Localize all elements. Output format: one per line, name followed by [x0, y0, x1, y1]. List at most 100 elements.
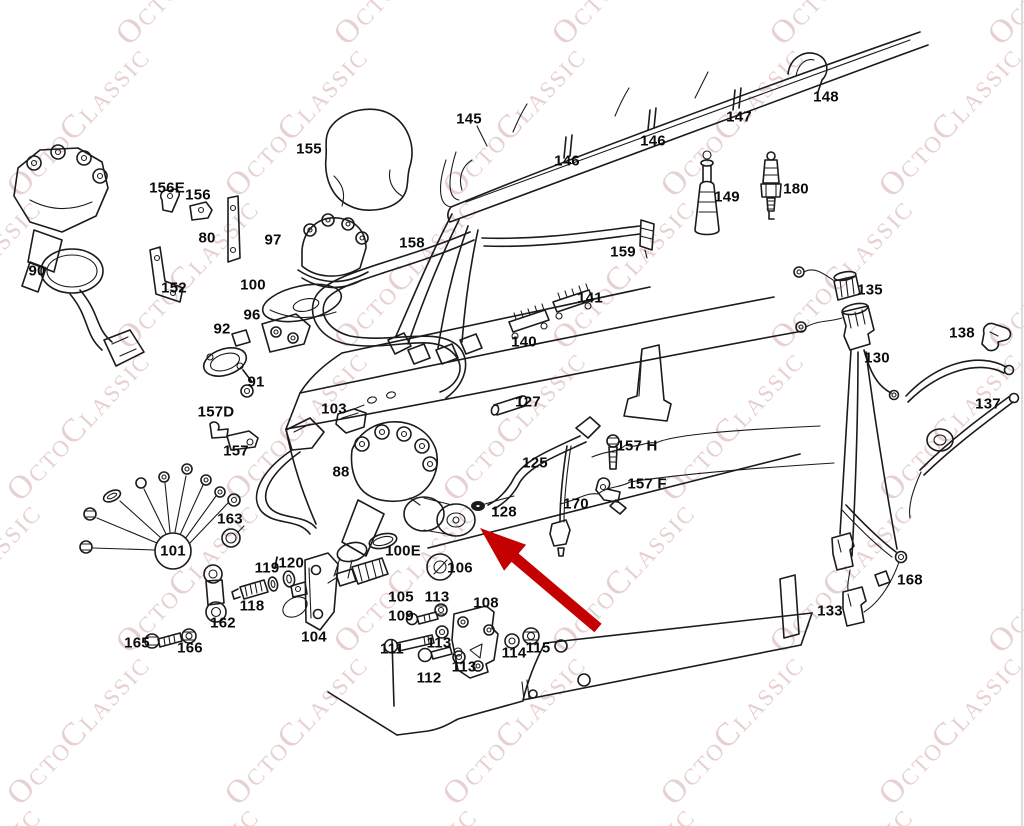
part-133-sensors [831, 532, 900, 627]
part-callout-108: 108 [473, 594, 499, 612]
part-callout-92: 92 [213, 320, 231, 338]
part-137-cable [905, 359, 1020, 519]
part-118-119-120-fasteners [231, 570, 296, 600]
part-92-96-91-contact-set [202, 313, 311, 398]
part-88-distributor [255, 417, 476, 579]
part-callout-106: 106 [447, 559, 473, 577]
part-105-drive-gear [327, 557, 389, 587]
part-callout-111: 111 [380, 640, 404, 658]
part-130-wiring-harness [795, 302, 900, 557]
part-callout-97: 97 [264, 231, 282, 249]
part-162-sensor [203, 564, 227, 623]
part-callout-135: 135 [857, 281, 883, 299]
part-callout-113: 113 [424, 588, 450, 606]
part-callout-104: 104 [301, 628, 327, 646]
part-callout-100E: 100E [385, 542, 421, 560]
part-140-cable-tray [508, 303, 550, 340]
part-127-hose [490, 395, 528, 416]
part-callout-105: 105 [388, 588, 414, 606]
part-callout-145: 145 [456, 110, 482, 128]
part-80-bracket [227, 195, 241, 263]
part-156e-bracket [159, 188, 181, 213]
part-callout-146: 146 [554, 152, 580, 170]
part-callout-88: 88 [332, 463, 350, 481]
part-callout-96: 96 [243, 306, 261, 324]
harness-145-148-ignition-cables [387, 31, 929, 365]
part-callout-120: /120 [274, 554, 304, 572]
part-180-spark-plug [760, 151, 782, 220]
part-callout-127: 127 [515, 393, 541, 411]
part-168-wire [841, 504, 908, 564]
part-callout-157D: 157D [197, 403, 235, 421]
part-callout-103: 103 [321, 400, 347, 418]
part-callout-156E: 156E [149, 179, 185, 197]
part-callout-162: 162 [210, 614, 236, 632]
part-100-dust-cover [261, 283, 343, 323]
part-125-cable [487, 416, 601, 510]
part-callout-152: 152 [161, 279, 187, 297]
part-callout-157F: 157 F [627, 475, 667, 493]
part-callout-115: 115 [525, 639, 551, 657]
part-103-plug [335, 404, 367, 434]
part-callout-130: 130 [864, 349, 890, 367]
part-106-coupling [426, 553, 454, 581]
part-callout-101: 101 [160, 542, 186, 560]
part-156-bracket [189, 201, 213, 221]
part-callout-90: 90 [28, 262, 46, 280]
part-100e-seal [368, 532, 398, 550]
part-callout-140: 140 [511, 333, 537, 351]
part-callout-170: 170 [563, 495, 589, 513]
part-callout-118: 118 [239, 597, 265, 615]
part-165-bolt [144, 632, 183, 649]
part-152-bracket [149, 246, 184, 303]
part-155-protective-cap [324, 108, 413, 211]
part-callout-159: 159 [610, 243, 636, 261]
part-callout-155: 155 [296, 140, 322, 158]
part-callout-113: 113 [451, 658, 477, 676]
part-callout-166: 166 [177, 639, 203, 657]
part-159-cable-terminal [481, 219, 655, 259]
part-callout-148: 148 [813, 88, 839, 106]
part-158-wiring-loom [311, 231, 475, 399]
part-callout-138: 138 [949, 324, 975, 342]
part-callout-112: 112 [416, 669, 442, 687]
part-callout-158: 158 [399, 234, 425, 252]
part-101-plug-group [79, 463, 241, 570]
part-138-clip [981, 322, 1012, 352]
part-callout-180: 180 [783, 180, 809, 198]
part-callout-100: 100 [240, 276, 266, 294]
fasteners-109-115 [383, 603, 540, 664]
part-157d-157-clamps [209, 421, 259, 451]
part-88-vacuum-unit [403, 496, 476, 537]
part-callout-156: 156 [185, 186, 211, 204]
highlight-arrow [480, 528, 602, 633]
part-callout-119: 119 [254, 559, 280, 577]
part-135-cap [793, 266, 861, 301]
part-callout-157: 157 [223, 442, 249, 460]
part-callout-147: 147 [726, 108, 752, 126]
part-callout-146: 146 [640, 132, 666, 150]
right-border-line [1021, 0, 1023, 826]
part-callout-141: 141 [577, 289, 603, 307]
part-callout-165: 165 [124, 634, 150, 652]
part-170-sensor [549, 445, 572, 557]
part-callout-125: 125 [522, 454, 548, 472]
part-callout-163: 163 [217, 510, 243, 528]
part-callout-157H: 157 H [616, 437, 658, 455]
part-callout-114: 114 [501, 644, 527, 662]
part-166-nut [181, 628, 197, 644]
part-callout-80: 80 [198, 229, 216, 247]
part-128-grommet [471, 495, 515, 511]
part-108-cover-plate [451, 605, 499, 679]
part-callout-149: 149 [714, 188, 740, 206]
part-callout-113: 113 [426, 634, 452, 652]
part-90-distributor [13, 144, 145, 367]
part-callout-137: 137 [975, 395, 1001, 413]
part-163-ring [221, 525, 245, 548]
part-callout-109: 109 [388, 607, 414, 625]
part-callout-91: 91 [247, 373, 265, 391]
part-callout-168: 168 [897, 571, 923, 589]
